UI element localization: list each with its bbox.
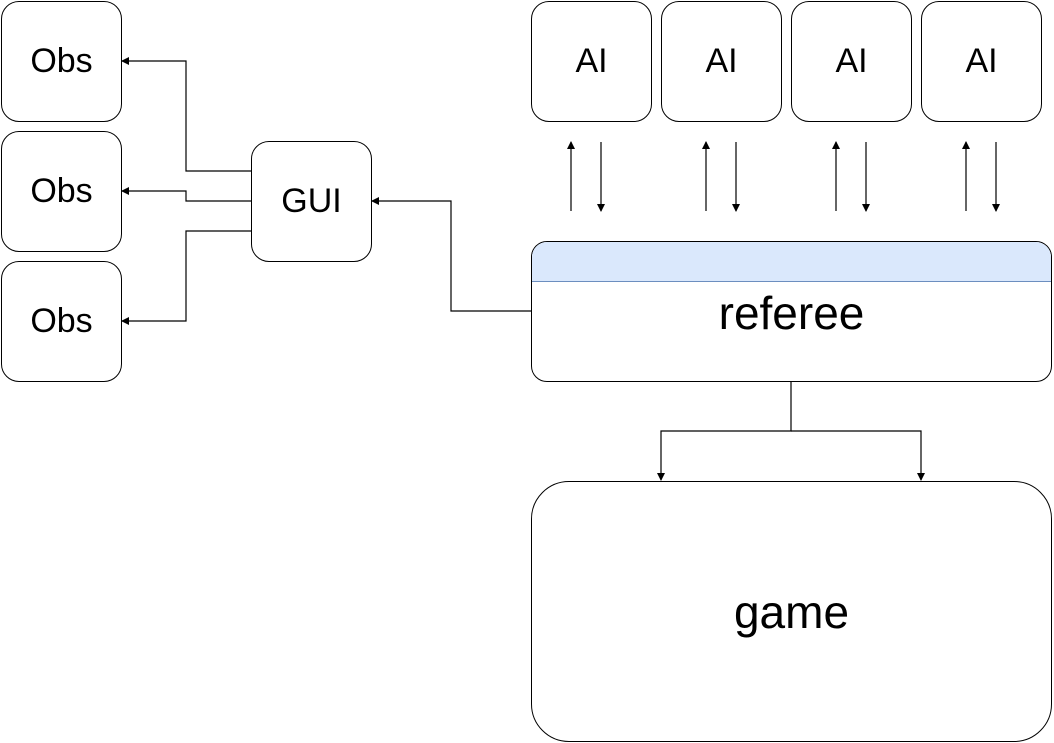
ai-node-4[interactable]: AI: [921, 1, 1042, 122]
ai-label: AI: [965, 42, 998, 80]
observer-node-2[interactable]: Obs: [1, 131, 122, 252]
ai-label: AI: [705, 42, 738, 80]
observer-label: Obs: [30, 42, 93, 80]
game-label: game: [733, 585, 850, 638]
referee-label: referee: [718, 287, 865, 339]
edge-gui-to-obs-2: [121, 187, 251, 202]
edge-gui-to-obs-3: [121, 230, 251, 325]
ai-label: AI: [575, 42, 608, 80]
referee-header-band: [532, 242, 1051, 282]
observer-label: Obs: [30, 172, 93, 210]
observer-node-3[interactable]: Obs: [1, 261, 122, 382]
observer-label: Obs: [30, 302, 93, 340]
gui-label: GUI: [281, 182, 342, 220]
ai-node-1[interactable]: AI: [531, 1, 652, 122]
gui-node[interactable]: GUI: [251, 141, 372, 262]
edge-referee-to-game-right: [791, 430, 925, 481]
ai-label: AI: [835, 42, 868, 80]
referee-node[interactable]: referee: [531, 241, 1052, 382]
edge-referee-to-gui: [371, 197, 531, 312]
edge-referee-to-game-left: [657, 382, 792, 481]
ai-node-3[interactable]: AI: [791, 1, 912, 122]
edge-gui-to-obs-1: [121, 57, 251, 172]
observer-node-1[interactable]: Obs: [1, 1, 122, 122]
ai-node-2[interactable]: AI: [661, 1, 782, 122]
game-node[interactable]: game: [531, 481, 1052, 742]
